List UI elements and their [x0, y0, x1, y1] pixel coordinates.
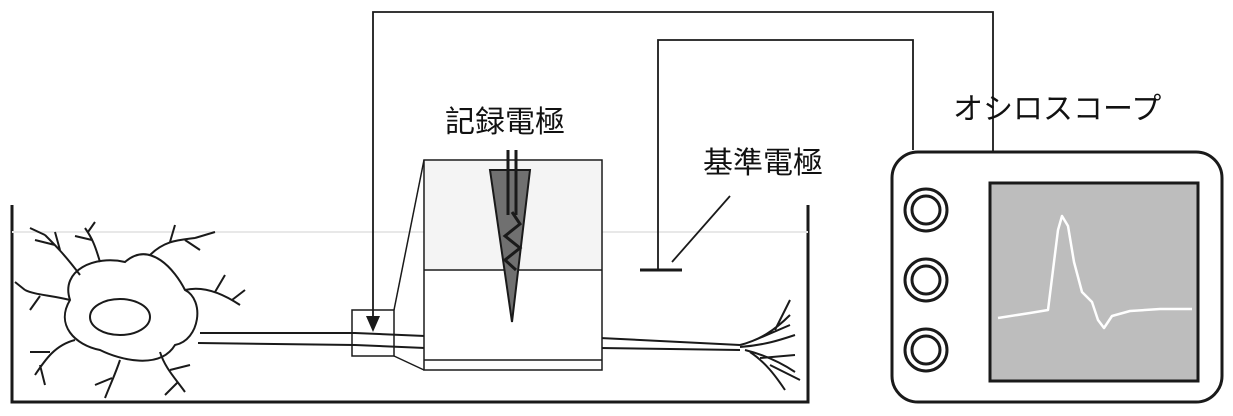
projection-line	[393, 355, 425, 371]
knob-icon	[903, 257, 949, 303]
recording-electrode-label: 記録電極	[445, 105, 565, 140]
dendrite	[149, 224, 216, 256]
neuron	[14, 221, 801, 399]
dendrite	[159, 351, 191, 396]
action-potential-trace	[997, 214, 1192, 330]
recording-wire	[372, 11, 994, 318]
oscilloscope-screen	[988, 181, 1200, 383]
dendrite	[94, 359, 121, 399]
knob-icon	[903, 187, 949, 233]
oscilloscope	[890, 150, 1224, 404]
dendrite	[14, 281, 71, 311]
bath-dish	[10, 205, 810, 404]
dendrite	[184, 274, 246, 306]
reference-wire	[657, 39, 914, 270]
projection-line	[393, 159, 425, 311]
reference-electrode-label: 基準電極	[703, 146, 823, 181]
reference-leader-line	[671, 195, 731, 263]
knob-icon	[903, 327, 949, 373]
recording-electrode	[488, 150, 532, 323]
neuron-soma	[63, 253, 199, 362]
axon-terminal	[739, 299, 801, 391]
neuron-nucleus	[89, 298, 151, 336]
dendrite	[29, 227, 81, 276]
dendrite	[30, 339, 76, 386]
dendrite	[74, 221, 101, 263]
oscilloscope-label: オシロスコープ	[953, 92, 1162, 127]
arrow-head-icon	[366, 316, 380, 332]
